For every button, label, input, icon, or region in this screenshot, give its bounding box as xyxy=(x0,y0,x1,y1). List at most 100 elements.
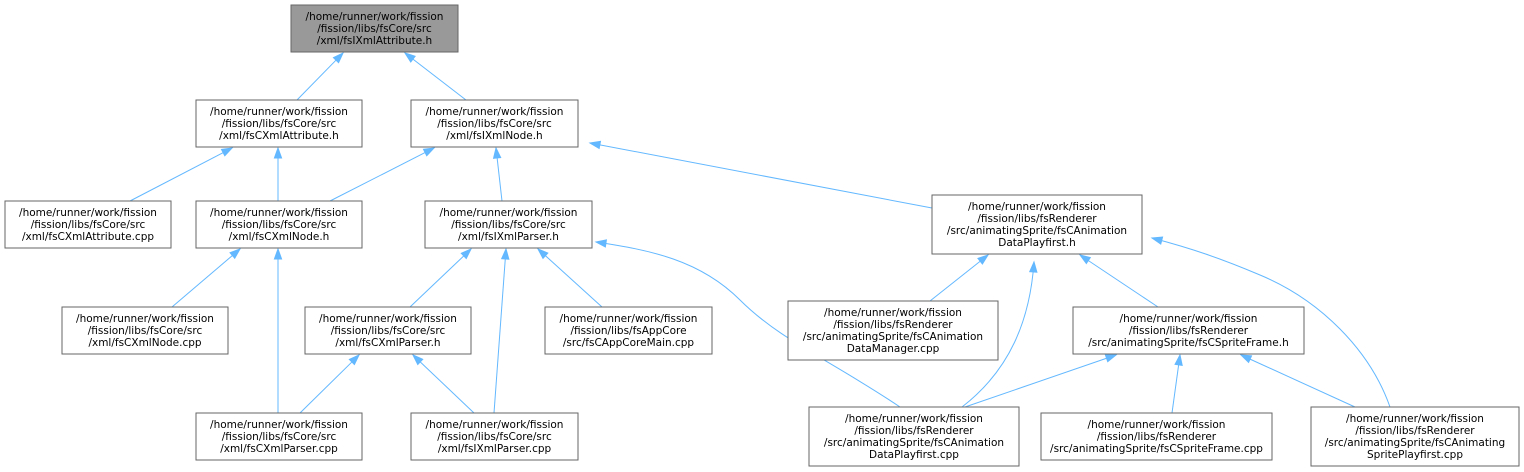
node-label-line: /home/runner/work/fission xyxy=(440,207,578,219)
node-label-line: /home/runner/work/fission xyxy=(426,419,564,431)
edge-arrowhead xyxy=(977,254,990,265)
edge-line xyxy=(419,360,475,414)
node-label-line: /home/runner/work/fission xyxy=(210,106,348,118)
file-node[interactable]: /home/runner/work/fission/fission/libs/f… xyxy=(1310,406,1520,467)
node-label-line: /home/runner/work/fission xyxy=(306,11,444,23)
node-label-line: /xml/fsCXmlNode.cpp xyxy=(88,337,201,349)
file-node[interactable]: /home/runner/work/fission/fission/libs/f… xyxy=(787,300,999,361)
edge-n3-to-n1 xyxy=(129,147,234,202)
file-node[interactable]: /home/runner/work/fission/fission/libs/f… xyxy=(410,412,579,461)
edge-line xyxy=(411,58,467,101)
node-label-line: /home/runner/work/fission xyxy=(1120,313,1258,325)
edge-n11-to-n6 xyxy=(1078,254,1159,308)
node-label-line: /xml/fsIXmlParser.h xyxy=(458,231,559,243)
file-node[interactable]: /home/runner/work/fission/fission/libs/f… xyxy=(1040,412,1273,461)
node-label-line: /xml/fsIXmlParser.cpp xyxy=(438,443,552,455)
edge-n7-to-n4 xyxy=(171,248,242,308)
node-label-line: /src/animatingSprite/fsCSpriteFrame.h xyxy=(1088,337,1288,349)
edge-line xyxy=(171,254,234,308)
node-label-line: /fission/libs/fsCore/src xyxy=(222,219,337,231)
edge-arrowhead xyxy=(1104,354,1118,363)
node-label-line: /home/runner/work/fission xyxy=(19,207,157,219)
node-label-line: /fission/libs/fsRenderer xyxy=(1097,431,1217,443)
edge-line xyxy=(493,257,506,414)
edge-arrowhead xyxy=(229,248,242,260)
node-label-line: /fission/libs/fsCore/src xyxy=(31,219,146,231)
node-label-line: /home/runner/work/fission xyxy=(968,201,1106,213)
edge-line xyxy=(929,260,982,302)
node-label-line: /xml/fsCXmlParser.h xyxy=(335,337,440,349)
node-label-line: /xml/fsIXmlNode.h xyxy=(446,130,542,142)
file-node[interactable]: /home/runner/work/fission/fission/libs/f… xyxy=(931,194,1143,255)
edge-n12-to-n8 xyxy=(299,353,361,414)
node-label-line: /fission/libs/fsCore/src xyxy=(222,118,337,130)
edge-arrowhead xyxy=(1028,260,1038,273)
file-node[interactable]: /home/runner/work/fission/fission/libs/f… xyxy=(424,200,593,249)
edge-line xyxy=(299,360,353,414)
node-label-line: /fission/libs/fsCore/src xyxy=(451,219,566,231)
edge-n13-to-n5 xyxy=(493,247,510,414)
file-node[interactable]: /home/runner/work/fission/fission/libs/f… xyxy=(808,406,1020,467)
edge-arrowhead xyxy=(500,247,510,260)
node-label-line: /home/runner/work/fission xyxy=(824,307,962,319)
edge-arrowhead xyxy=(332,51,345,64)
node-label-line: /home/runner/work/fission xyxy=(210,207,348,219)
file-node[interactable]: /home/runner/work/fission/fission/libs/f… xyxy=(195,200,363,249)
edge-arrowhead xyxy=(422,147,436,157)
edge-n16-to-n11 xyxy=(1239,354,1356,408)
edge-n6-to-n2 xyxy=(588,140,933,209)
node-label-line: /home/runner/work/fission xyxy=(1346,413,1484,425)
node-label-line: /home/runner/work/fission xyxy=(319,313,457,325)
edge-line xyxy=(496,156,503,202)
edge-n12-to-n4 xyxy=(273,247,283,413)
node-label-line: /home/runner/work/fission xyxy=(845,413,983,425)
edge-arrowhead xyxy=(1239,354,1253,364)
root-file-node: /home/runner/work/fission/fission/libs/f… xyxy=(290,4,459,53)
file-node[interactable]: /home/runner/work/fission/fission/libs/f… xyxy=(195,412,363,461)
file-node[interactable]: /home/runner/work/fission/fission/libs/f… xyxy=(1072,306,1305,355)
edge-arrowhead xyxy=(1150,236,1164,245)
node-label-line: /fission/libs/fsRenderer xyxy=(977,213,1097,225)
file-node[interactable]: /home/runner/work/fission/fission/libs/f… xyxy=(61,306,229,355)
node-box xyxy=(1072,306,1305,355)
node-label-line: /fission/libs/fsAppCore xyxy=(570,325,686,337)
edge-n13-to-n8 xyxy=(411,353,475,414)
edge-line xyxy=(409,254,465,308)
node-box xyxy=(1040,412,1273,461)
node-label-line: /home/runner/work/fission xyxy=(210,419,348,431)
node-box xyxy=(61,306,229,355)
node-label-line: DataPlayfirst.cpp xyxy=(869,449,959,461)
node-box xyxy=(4,200,172,249)
file-node[interactable]: /home/runner/work/fission/fission/libs/f… xyxy=(4,200,172,249)
node-label-line: /src/animatingSprite/fsCAnimation xyxy=(947,225,1127,237)
edge-n8-to-n5 xyxy=(409,247,473,308)
edge-n4-to-n2 xyxy=(329,147,436,202)
node-box xyxy=(195,200,363,249)
node-label-line: SpritePlayfirst.cpp xyxy=(1367,449,1463,461)
file-node[interactable]: /home/runner/work/fission/fission/libs/f… xyxy=(304,306,472,355)
node-box xyxy=(931,194,1143,255)
node-label-line: /home/runner/work/fission xyxy=(426,106,564,118)
edge-arrowhead xyxy=(220,147,234,157)
edge-arrowhead xyxy=(273,247,283,260)
edge-arrowhead xyxy=(460,247,473,260)
edge-arrowhead xyxy=(536,248,549,260)
edge-arrowhead xyxy=(411,353,424,366)
edge-arrowhead xyxy=(403,52,416,63)
node-box xyxy=(1310,406,1520,467)
node-box xyxy=(290,4,459,53)
edge-n14-to-n11 xyxy=(964,354,1118,408)
edge-arrowhead xyxy=(492,146,502,159)
edge-n10-to-n6 xyxy=(929,254,990,302)
file-node[interactable]: /home/runner/work/fission/fission/libs/f… xyxy=(410,99,579,148)
edge-line xyxy=(296,59,338,101)
edges-layer xyxy=(129,51,1391,414)
file-node[interactable]: /home/runner/work/fission/fission/libs/f… xyxy=(195,99,363,148)
edge-arrowhead xyxy=(594,239,608,248)
file-node[interactable]: /home/runner/work/fission/fission/libs/f… xyxy=(544,306,713,355)
edge-n9-to-n5 xyxy=(536,248,603,308)
node-label-line: DataManager.cpp xyxy=(847,343,940,355)
edge-arrowhead xyxy=(348,353,361,366)
edge-arrowhead xyxy=(273,146,283,159)
